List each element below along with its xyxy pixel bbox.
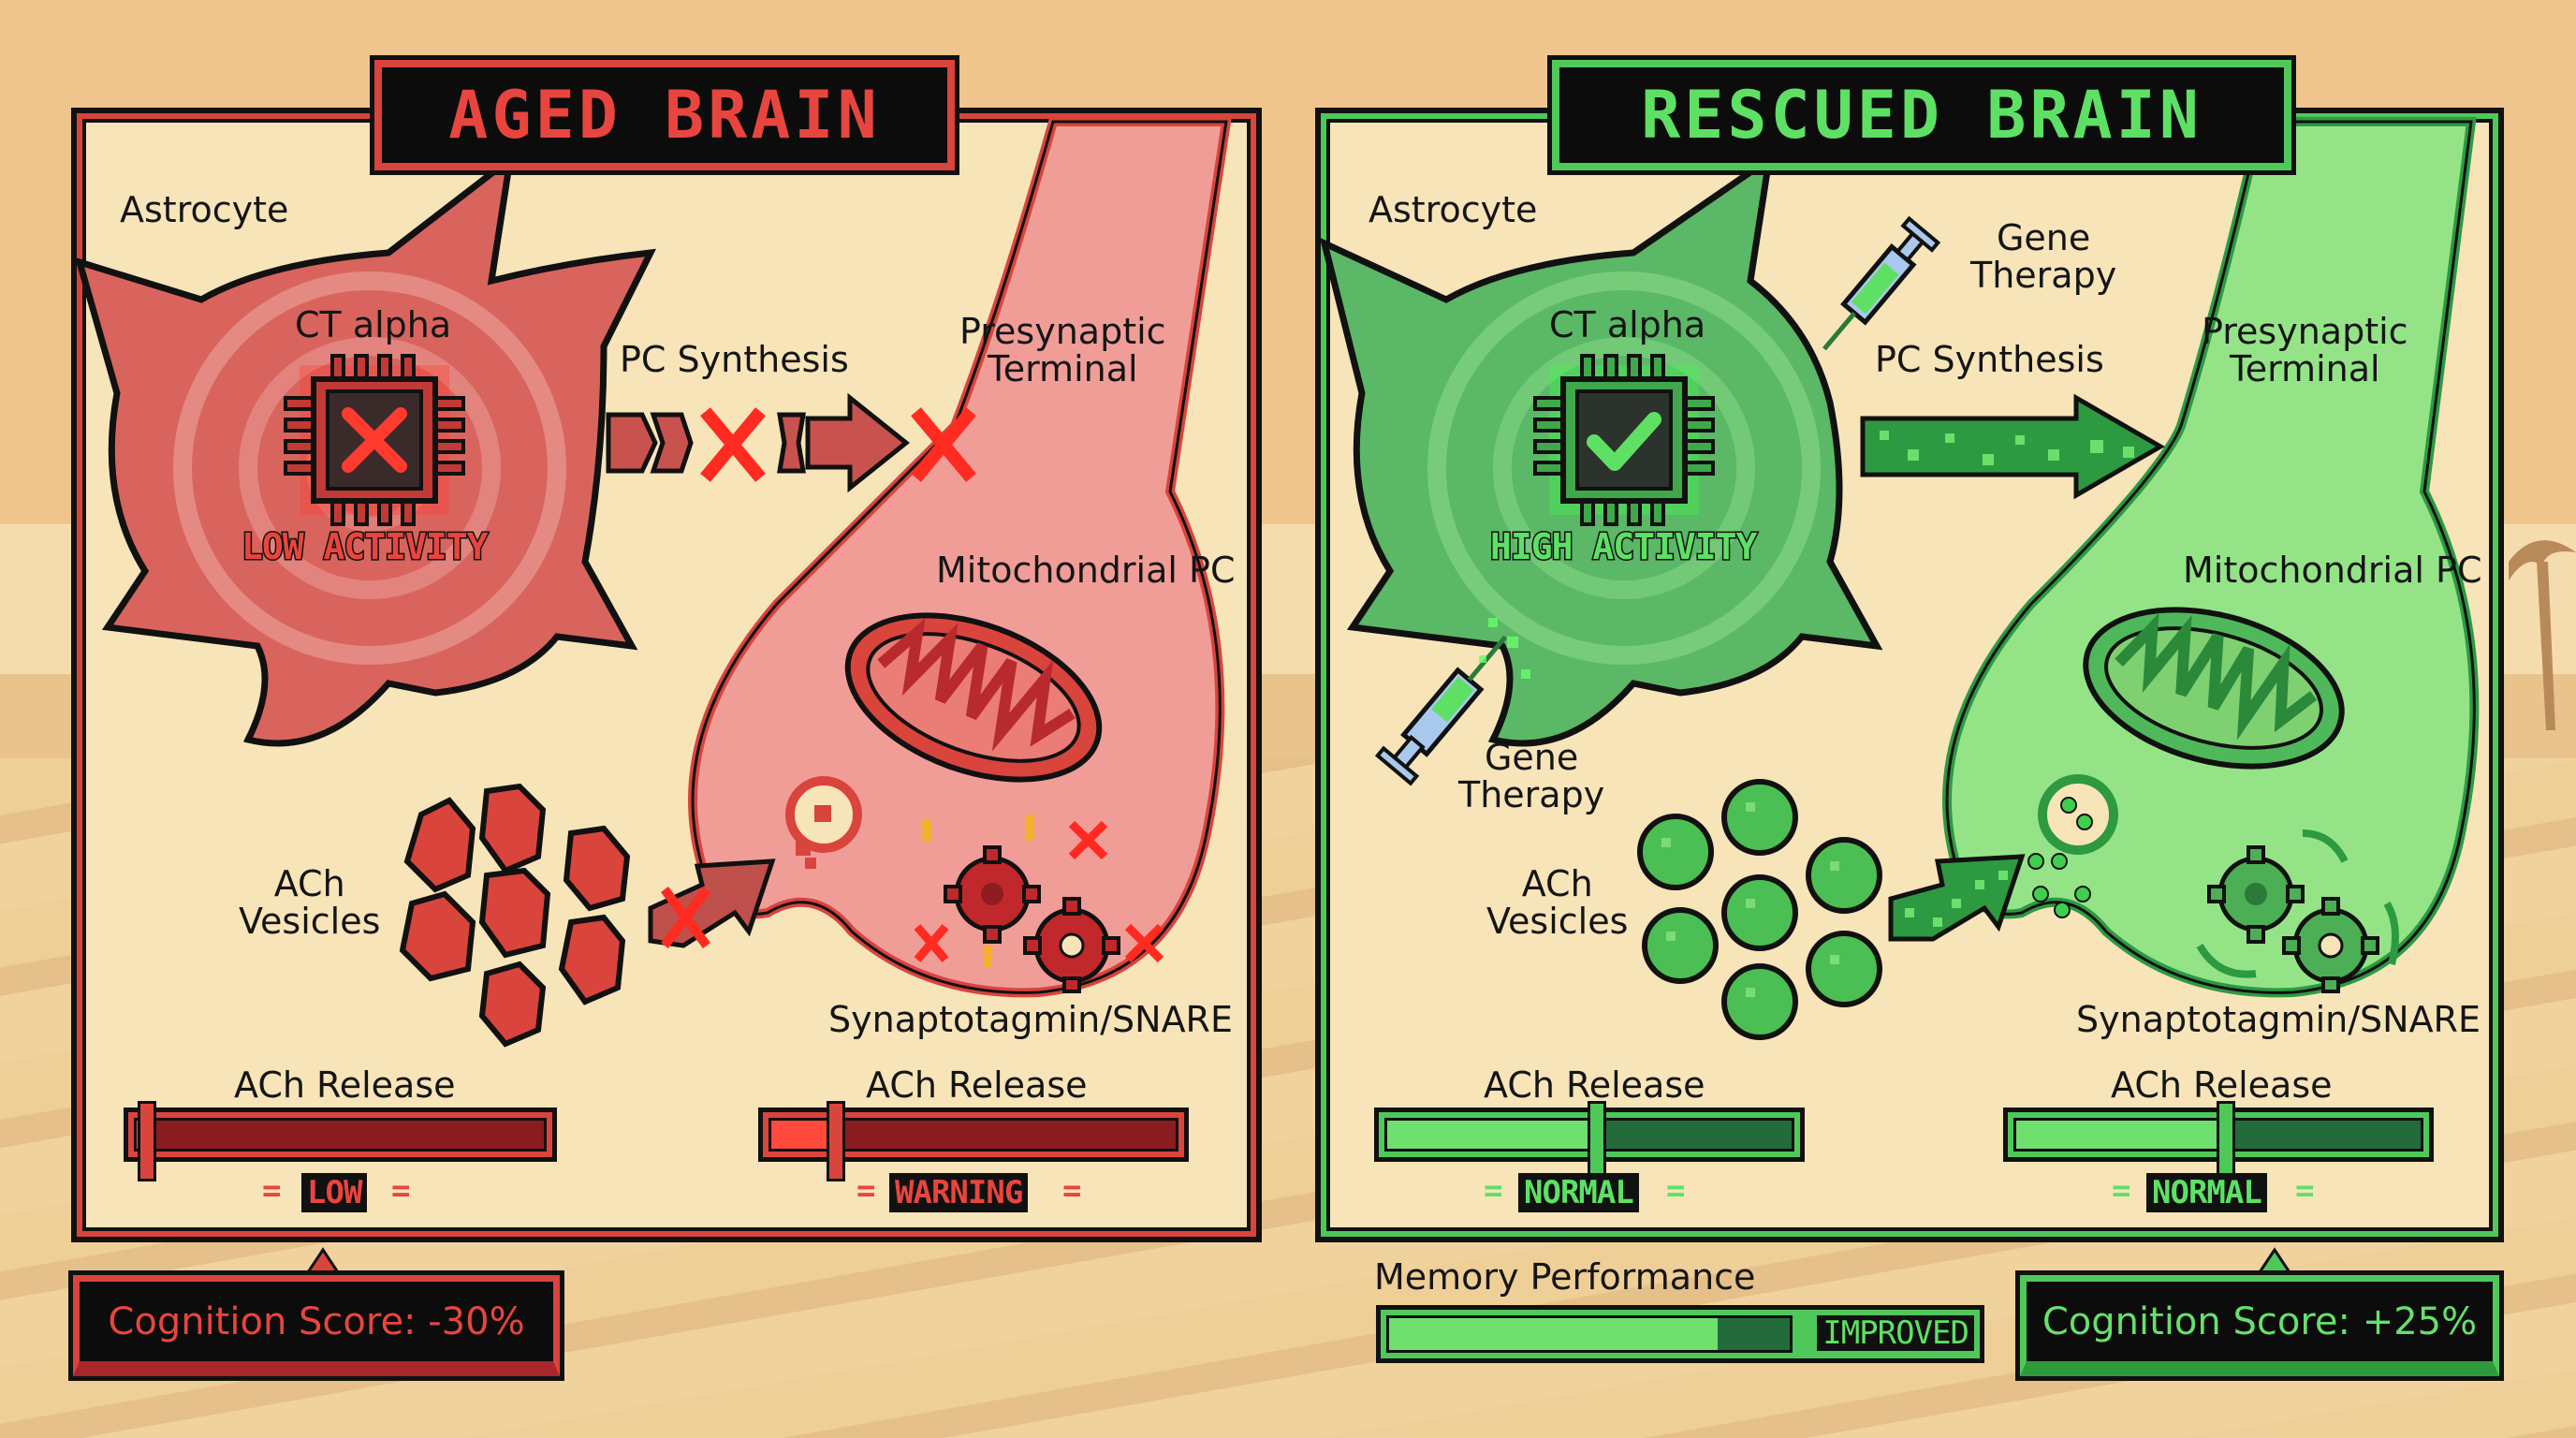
- alert-dash-icon: =: [856, 1172, 876, 1210]
- working-gears-icon: [2196, 829, 2399, 993]
- cognition-score-rescued: Cognition Score: +25%: [2015, 1270, 2504, 1381]
- meter-marker: [2217, 1101, 2235, 1181]
- meter-marker: [138, 1101, 156, 1181]
- label-mitochondrial-aged: Mitochondrial PC: [936, 550, 1236, 591]
- ach-release-meter-2-rescued: [2003, 1101, 2434, 1181]
- meter-marker: [1588, 1101, 1606, 1181]
- checkmark-icon: [1587, 412, 1661, 471]
- status-badge-normal-1: NORMAL: [1518, 1173, 1639, 1212]
- pc-synthesis-arrow-active: [1860, 393, 2165, 500]
- title-aged-brain: AGED BRAIN: [370, 55, 959, 175]
- ach-vesicles-aged: [399, 783, 631, 1048]
- alert-dash-icon: =: [2112, 1172, 2131, 1210]
- status-activity-aged: LOW ACTIVITY: [241, 525, 490, 569]
- label-gene-therapy-top: Gene Therapy: [1970, 217, 2117, 296]
- broken-gears-icon: [914, 814, 1164, 993]
- ct-alpha-chip-aged: [284, 354, 465, 526]
- label-presynaptic-rescued: Presynaptic Terminal: [2202, 311, 2408, 389]
- meter-label-2-rescued: ACh Release: [2111, 1064, 2333, 1106]
- mitochondrion-rescued: [2083, 607, 2345, 770]
- alert-dash-icon: =: [1666, 1172, 1686, 1210]
- label-ach-vesicles-aged: ACh Vesicles: [239, 863, 381, 942]
- label-mitochondrial-rescued: Mitochondrial PC: [2183, 550, 2482, 591]
- ach-release-meter-1-aged: [124, 1101, 557, 1181]
- label-snare-rescued: Synaptotagmin/SNARE: [2076, 999, 2481, 1040]
- label-gene-therapy-bottom: Gene Therapy: [1458, 737, 1605, 815]
- pointer-up-icon: [301, 1247, 344, 1280]
- label-pc-synthesis-aged: PC Synthesis: [620, 339, 849, 380]
- status-badge-normal-2: NORMAL: [2146, 1173, 2267, 1212]
- syringe-icon-top: [1822, 215, 1941, 351]
- label-snare-aged: Synaptotagmin/SNARE: [828, 999, 1233, 1040]
- status-badge-low: LOW: [301, 1173, 368, 1212]
- meter-label-1-aged: ACh Release: [234, 1064, 456, 1106]
- pc-synthesis-arrow-blocked: [606, 392, 976, 493]
- release-arrow-active: [1888, 854, 2026, 942]
- alert-dash-icon: =: [262, 1172, 282, 1210]
- status-activity-rescued: HIGH ACTIVITY: [1488, 525, 1758, 569]
- fusion-pore-aged: [785, 776, 862, 869]
- palm-tree-icon: [2509, 540, 2576, 730]
- mitochondrion-aged: [844, 612, 1103, 783]
- label-presynaptic-aged: Presynaptic Terminal: [959, 311, 1166, 389]
- ach-vesicles-rescued: [1637, 779, 1882, 1040]
- x-mark-icon: [342, 407, 407, 473]
- ach-release-meter-2-aged: [758, 1101, 1189, 1181]
- alert-dash-icon: =: [2295, 1172, 2315, 1210]
- alert-dash-icon: =: [1484, 1172, 1503, 1210]
- memory-performance-meter: IMPROVED: [1376, 1305, 1984, 1363]
- fusion-pore-rescued: [2027, 774, 2118, 918]
- meter-marker: [827, 1101, 845, 1181]
- label-pc-synthesis-rescued: PC Synthesis: [1875, 339, 2104, 380]
- pointer-up-icon: [2253, 1247, 2296, 1280]
- cognition-score-aged: Cognition Score: -30%: [68, 1270, 564, 1381]
- release-arrow-blocked: [648, 858, 776, 948]
- status-badge-warning: WARNING: [889, 1173, 1029, 1212]
- label-astrocyte-aged: Astrocyte: [120, 189, 289, 230]
- syringe-icon-bottom: [1374, 618, 1530, 786]
- ct-alpha-chip-rescued: [1533, 354, 1715, 526]
- meter-label-2-aged: ACh Release: [866, 1064, 1088, 1106]
- label-ct-alpha-rescued: CT alpha: [1549, 304, 1706, 345]
- label-astrocyte-rescued: Astrocyte: [1368, 189, 1538, 230]
- ach-release-meter-1-rescued: [1374, 1101, 1805, 1181]
- label-ach-vesicles-rescued: ACh Vesicles: [1486, 863, 1629, 942]
- alert-dash-icon: =: [1062, 1172, 1082, 1210]
- label-ct-alpha-aged: CT alpha: [295, 304, 452, 345]
- label-memory-performance: Memory Performance: [1374, 1256, 1756, 1298]
- meter-label-1-rescued: ACh Release: [1484, 1064, 1705, 1106]
- status-badge-improved: IMPROVED: [1817, 1315, 1974, 1351]
- title-rescued-brain: RESCUED BRAIN: [1547, 55, 2296, 175]
- alert-dash-icon: =: [391, 1172, 411, 1210]
